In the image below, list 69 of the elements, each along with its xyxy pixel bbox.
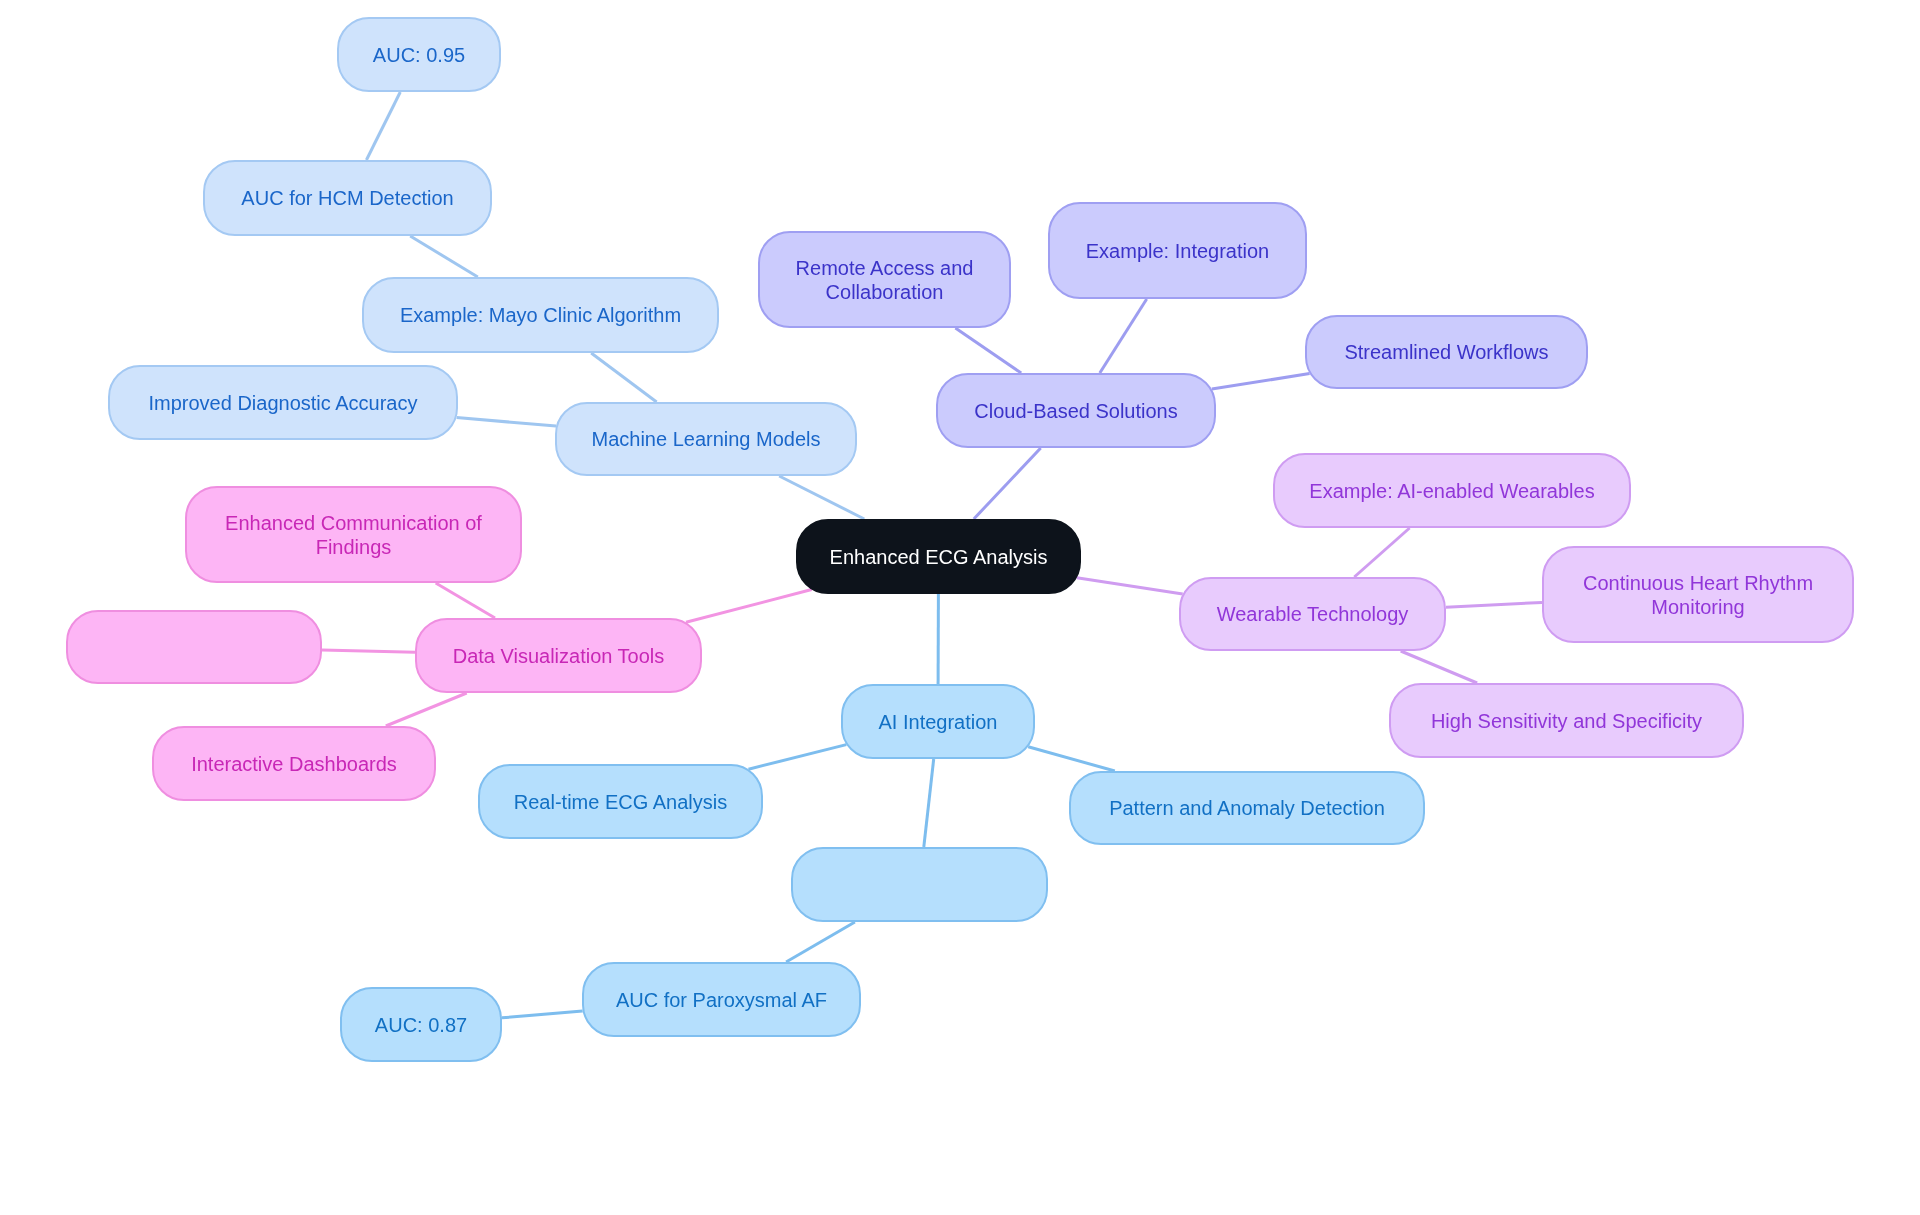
topic-label: AUC: 0.95: [372, 42, 466, 67]
topic-pill: [203, 160, 492, 236]
topic-pill: [841, 684, 1035, 759]
topic-pill: [362, 277, 719, 353]
connector-line: [590, 351, 658, 404]
topic-label: Continuous Heart Rhythm Monitoring: [1581, 570, 1815, 619]
topic-pill: [152, 726, 436, 801]
connector-line: [685, 588, 813, 624]
connector-line: [321, 648, 416, 654]
empty-topic-pill: [66, 610, 322, 684]
connector-line: [1445, 600, 1543, 609]
connector-line: [365, 91, 402, 161]
topic-label: Pattern and Anomaly Detection: [1109, 796, 1385, 820]
topic-pill: [1305, 315, 1588, 389]
topic-pill: [108, 365, 458, 440]
connector-line: [456, 416, 557, 428]
topic-pill: [1273, 453, 1631, 528]
connector-line: [434, 581, 496, 620]
topic-label: Cloud-Based Solutions: [974, 398, 1178, 423]
topic-label: Remote Access and Collaboration: [794, 255, 975, 304]
topic-pill: [936, 373, 1216, 448]
connector-line: [972, 446, 1042, 521]
topic-label: Enhanced Communication of Findings: [224, 510, 483, 559]
empty-topic-pill: [791, 847, 1048, 922]
topic-pill: [415, 618, 702, 693]
connector-line: [936, 594, 940, 684]
connector-line: [1076, 576, 1183, 596]
topic-pill: [340, 987, 502, 1062]
topic-label: Improved Diagnostic Accuracy: [148, 390, 418, 415]
topic-pill: [1048, 202, 1307, 299]
connector-line: [501, 1009, 583, 1020]
topic-pill: [478, 764, 763, 839]
topic-label: AUC for Paroxysmal AF: [615, 987, 828, 1012]
connector-line: [409, 234, 479, 279]
connector-line: [1400, 649, 1478, 685]
connector-line: [922, 758, 936, 848]
topic-label: AI Integration: [878, 709, 998, 734]
connector-line: [778, 474, 865, 521]
topic-pill: [185, 486, 522, 583]
central-topic-pill: [796, 519, 1081, 594]
topic-label: Example: Integration: [1085, 238, 1270, 263]
connector-line: [385, 691, 468, 728]
connector-line: [1353, 526, 1411, 579]
topic-label: AUC: 0.87: [374, 1012, 468, 1037]
connector-line: [1211, 372, 1310, 391]
topic-label: Interactive Dashboards: [191, 751, 397, 776]
topic-label: Machine Learning Models: [591, 427, 821, 451]
connector-line: [785, 920, 856, 964]
topic-label: Example: AI-enabled Wearables: [1309, 478, 1595, 503]
topic-label: AUC for HCM Detection: [241, 186, 454, 210]
topic-label: High Sensitivity and Specificity: [1430, 708, 1703, 733]
topic-label: Data Visualization Tools: [452, 643, 665, 668]
topic-pill: [758, 231, 1011, 328]
topic-pill: [1069, 771, 1425, 845]
topic-pill: [1179, 577, 1446, 651]
connector-line: [1027, 745, 1116, 773]
connector-line: [954, 326, 1023, 375]
topic-pill: [555, 402, 857, 476]
topic-label: Streamlined Workflows: [1344, 340, 1549, 364]
topic-label: Example: Mayo Clinic Algorithm: [399, 303, 682, 327]
topic-pill: [1542, 546, 1854, 643]
topic-pill: [1389, 683, 1744, 758]
topic-label: Real-time ECG Analysis: [513, 789, 728, 814]
topic-label: Wearable Technology: [1216, 602, 1409, 626]
topic-pill: [582, 962, 861, 1037]
connector-line: [1098, 298, 1148, 374]
topic-pill: [337, 17, 501, 92]
topic-label: Enhanced ECG Analysis: [829, 544, 1048, 569]
connector-line: [748, 743, 847, 771]
